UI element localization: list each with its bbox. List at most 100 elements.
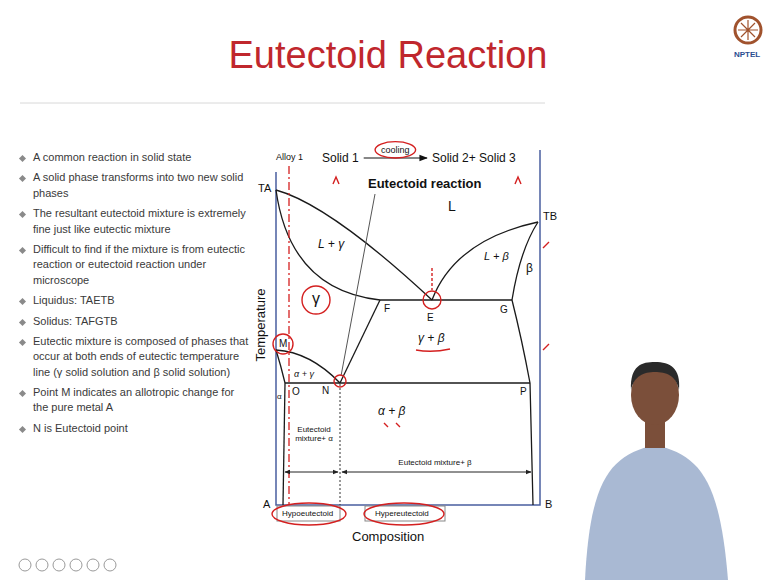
logo-ring bbox=[735, 17, 761, 43]
bullet-mark bbox=[19, 298, 26, 305]
bullet-mark bbox=[19, 211, 26, 218]
annotation-tick bbox=[543, 242, 549, 350]
bullet-text: Eutectic mixture is composed of phases t… bbox=[33, 334, 251, 380]
point-label: G bbox=[500, 304, 508, 316]
bullet-mark bbox=[19, 318, 26, 325]
slide-title: Eutectoid Reaction bbox=[10, 34, 766, 78]
phase-text: Solid 2+ Solid 3 bbox=[432, 151, 516, 165]
axis-title: Temperature bbox=[254, 289, 269, 362]
annotation-ellipse bbox=[364, 503, 444, 525]
bullet-text: The resultant eutectoid mixture is extre… bbox=[33, 206, 251, 237]
phase-boundaries bbox=[276, 190, 538, 505]
phase-text: Solid 1 bbox=[322, 151, 359, 165]
nav-icons bbox=[19, 559, 116, 571]
presenter-shirt bbox=[585, 445, 728, 580]
nav-icon bbox=[19, 559, 31, 571]
point-label: O bbox=[292, 386, 300, 398]
solidus-line bbox=[276, 190, 380, 300]
label-frame bbox=[365, 506, 445, 521]
bullet-text: A solid phase transforms into two new so… bbox=[33, 170, 251, 201]
bullet-text: Point M indicates an allotropic change f… bbox=[33, 385, 251, 416]
annotation-circle bbox=[273, 334, 293, 354]
solvus-line bbox=[340, 300, 380, 383]
annotation-tick bbox=[515, 177, 521, 184]
point-label: E bbox=[427, 312, 434, 324]
annotation-underline bbox=[416, 349, 450, 351]
solvus-line bbox=[283, 383, 285, 505]
bullet-mark bbox=[19, 175, 26, 182]
solvus-line bbox=[512, 300, 533, 505]
annotation-tick bbox=[333, 177, 339, 184]
transformation-line bbox=[276, 350, 285, 383]
diagram-frame bbox=[276, 150, 540, 505]
phase-label: L + γ bbox=[318, 238, 344, 252]
point-label: P bbox=[520, 386, 527, 398]
leader-line bbox=[341, 194, 375, 376]
annotations bbox=[272, 177, 549, 525]
divider-line bbox=[340, 384, 341, 505]
structure-label: Eutectoid mixture+ α bbox=[291, 425, 337, 443]
nav-icon bbox=[70, 559, 82, 571]
nav-icon bbox=[36, 559, 48, 571]
bullet-mark bbox=[19, 390, 26, 397]
solidus-line bbox=[512, 222, 538, 300]
temperature-point: TA bbox=[258, 182, 271, 195]
point-label: M bbox=[279, 338, 287, 350]
point-label: F bbox=[384, 303, 390, 315]
axis-title: Composition bbox=[352, 530, 424, 545]
bullet-mark bbox=[19, 247, 26, 254]
range-arrow bbox=[342, 472, 531, 473]
reaction-phase: Solid 2+ Solid 3 bbox=[430, 150, 518, 166]
rule-line bbox=[20, 103, 545, 104]
phase-label: α + β bbox=[378, 405, 405, 419]
presenter-hair bbox=[631, 362, 679, 390]
structure-label: Eutectoid mixture+ β bbox=[385, 458, 485, 467]
logo-text: NPTEL bbox=[734, 50, 760, 59]
label-frame bbox=[277, 506, 340, 521]
nav-icon bbox=[87, 559, 99, 571]
eutectic-line bbox=[380, 299, 512, 300]
annotation-ellipse bbox=[375, 142, 416, 158]
range-arrow bbox=[285, 472, 338, 473]
bullet-mark bbox=[19, 426, 26, 433]
annotation-circle bbox=[334, 375, 346, 387]
reaction-phase: Solid 1 bbox=[320, 150, 361, 166]
point-label: N bbox=[322, 385, 329, 397]
reaction-label: Eutectoid reaction bbox=[368, 177, 481, 192]
annotation-circle bbox=[302, 286, 330, 314]
edge-label: cooling bbox=[381, 145, 410, 155]
liquidus-line bbox=[432, 222, 538, 300]
logo bbox=[735, 17, 761, 43]
phase-label: β bbox=[526, 262, 533, 276]
bullet-text: Solidus: TAFGTB bbox=[33, 314, 251, 329]
nav-icon bbox=[53, 559, 65, 571]
bullet-mark bbox=[19, 339, 26, 346]
range-label: Hypereutectoid bbox=[375, 509, 429, 518]
annotation-ellipse bbox=[272, 503, 346, 525]
transformation-line bbox=[276, 350, 340, 383]
phase-label: γ + β bbox=[418, 332, 445, 346]
phase-label: γ bbox=[312, 290, 320, 308]
annotation-dash bbox=[431, 268, 432, 290]
component-label: B bbox=[545, 498, 552, 511]
phase-label: α + γ bbox=[294, 369, 314, 379]
presenter-figure bbox=[585, 362, 728, 580]
bullet-text: Liquidus: TAETB bbox=[33, 293, 251, 308]
bullet-text: Difficult to find if the mixture is from… bbox=[33, 242, 251, 288]
phase-label: L + β bbox=[484, 250, 509, 263]
phase-label: L bbox=[448, 198, 456, 214]
phase-label: α bbox=[277, 392, 282, 401]
alloy-label: Alloy 1 bbox=[276, 152, 303, 162]
annotation-circle bbox=[423, 291, 441, 309]
liquidus-line bbox=[276, 190, 432, 300]
bullet-text: N is Eutectoid point bbox=[33, 421, 251, 436]
logo-spokes bbox=[738, 20, 758, 40]
component-label: A bbox=[263, 498, 270, 511]
annotation-tick bbox=[384, 423, 400, 427]
nav-icon bbox=[104, 559, 116, 571]
bullet-text: A common reaction in solid state bbox=[33, 150, 251, 165]
bullet-mark bbox=[19, 155, 26, 162]
